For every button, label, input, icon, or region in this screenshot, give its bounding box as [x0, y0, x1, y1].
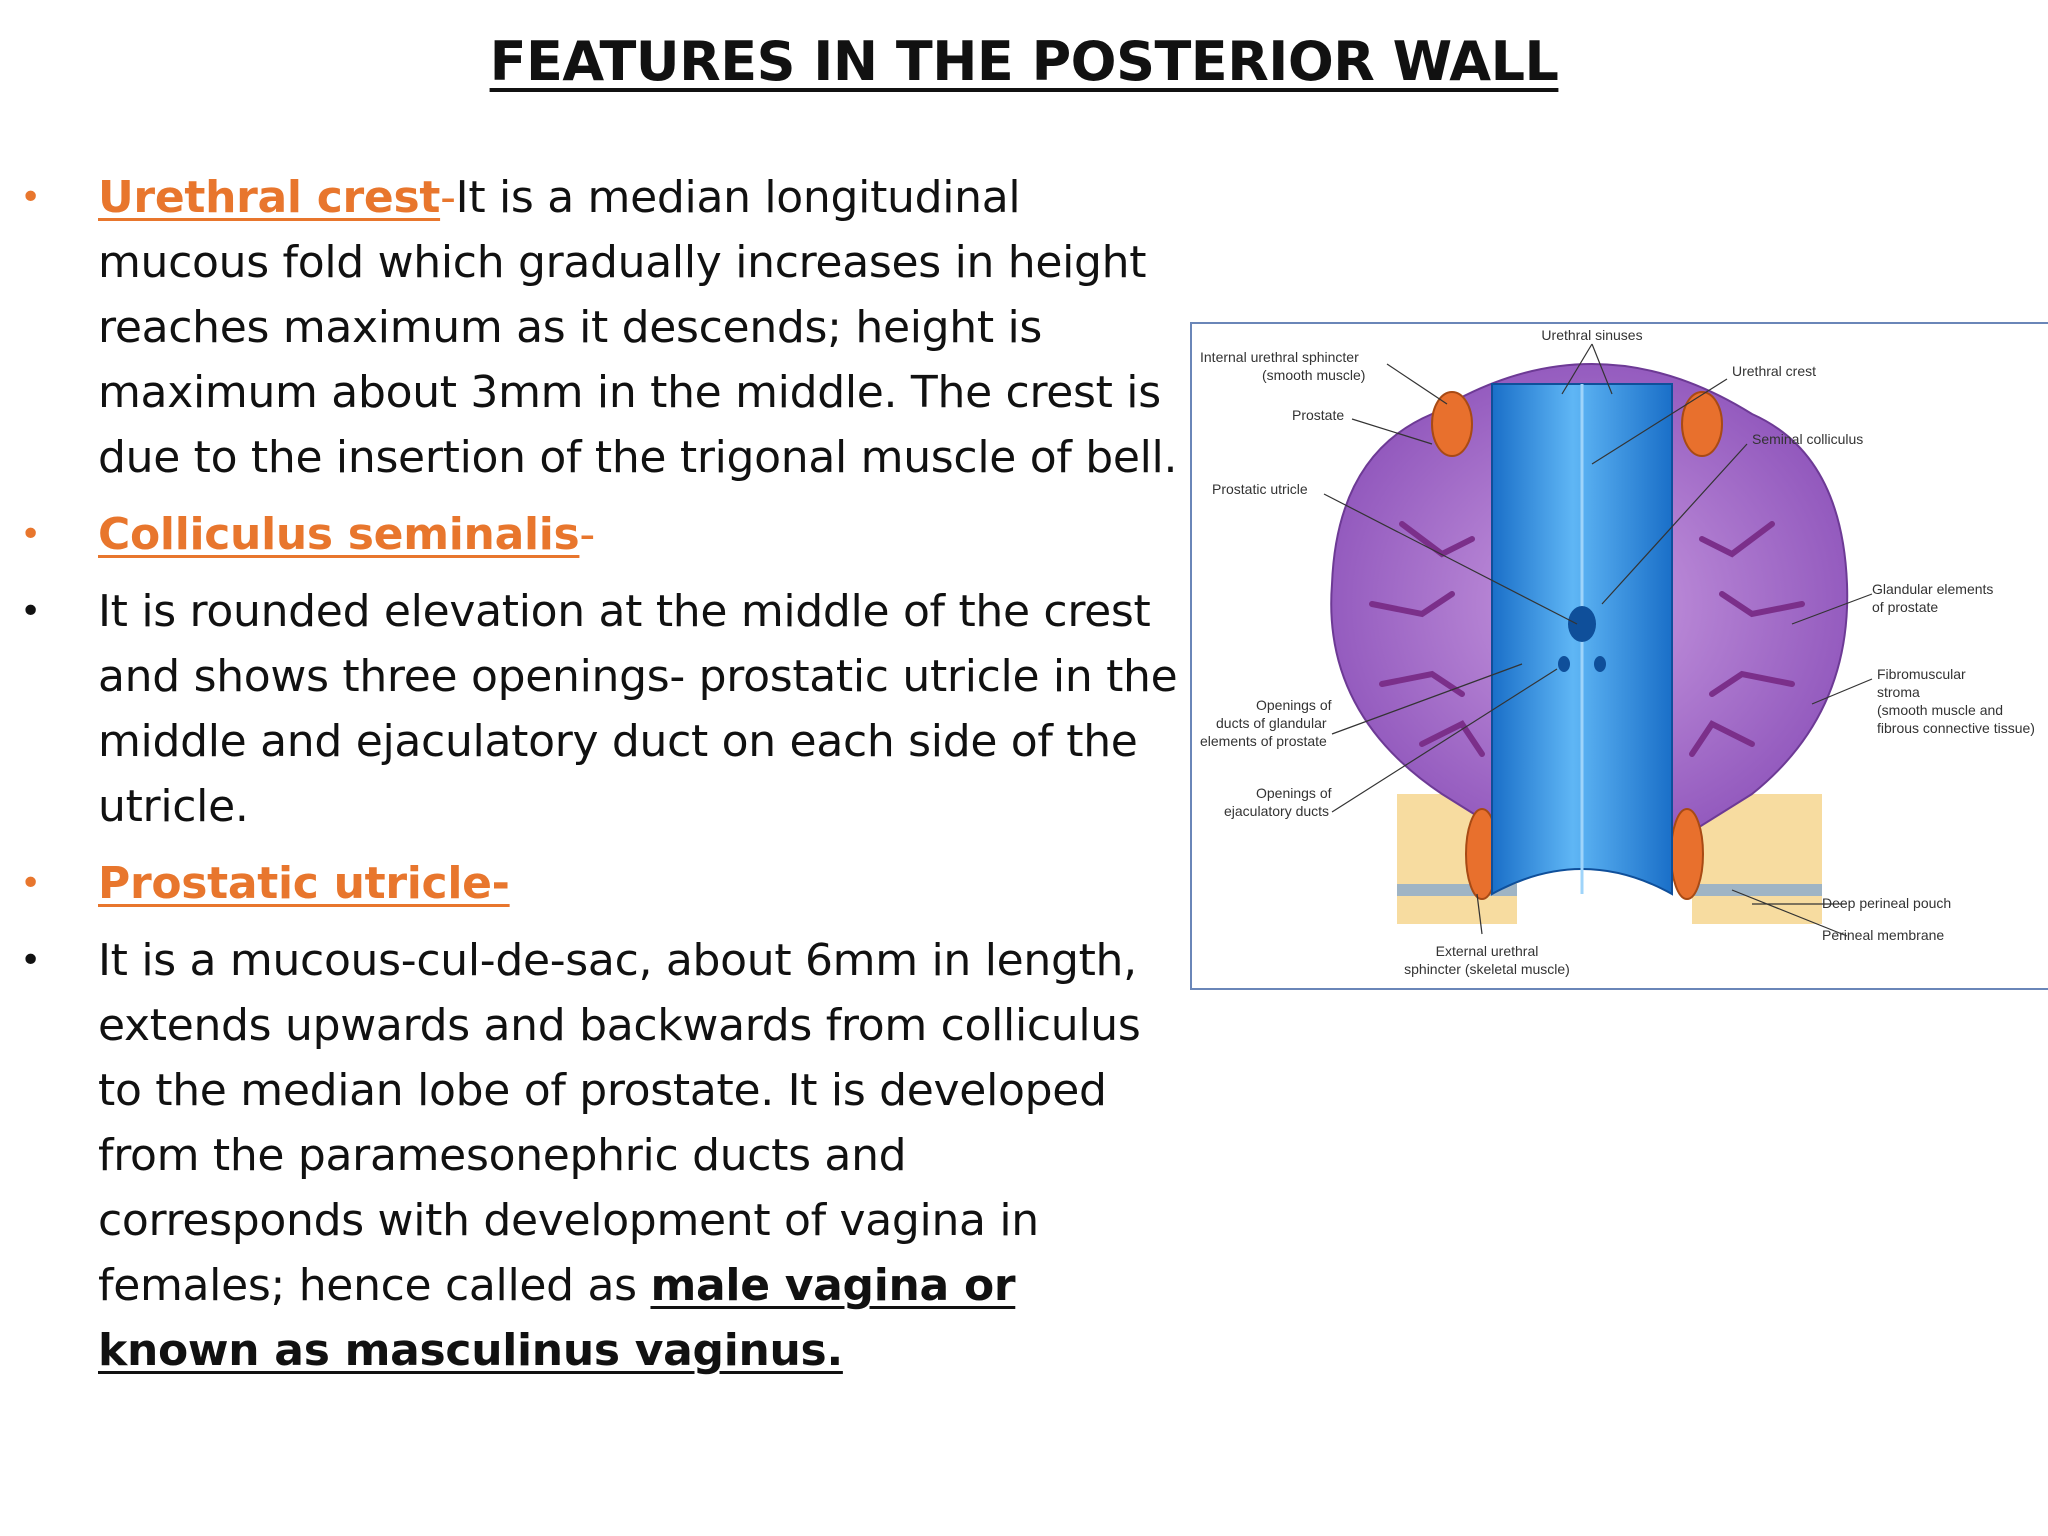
label-internal-sphincter-1: Internal urethral sphincter: [1200, 349, 1359, 365]
internal-sphincter-left: [1431, 391, 1473, 457]
ejaculatory-opening-left: [1558, 656, 1570, 672]
leader-lines: [1323, 343, 1873, 937]
bullet-list: • Urethral crest-It is a median longitud…: [0, 165, 1180, 1395]
slide-title: FEATURES IN THE POSTERIOR WALL: [489, 30, 1559, 93]
bullet-utricle-description: • It is a mucous-cul-de-sac, about 6mm i…: [0, 928, 1180, 1383]
bullet-prostatic-utricle: • Prostatic utricle-: [0, 851, 1180, 916]
bullet-urethral-crest: • Urethral crest-It is a median longitud…: [0, 165, 1180, 490]
label-glandular-1: Glandular elements: [1872, 581, 1993, 597]
label-perineal-membrane: Perineal membrane: [1822, 927, 1944, 943]
label-urethral-crest: Urethral crest: [1732, 363, 1816, 379]
term-dash: -: [579, 509, 595, 560]
ejaculatory-opening-right: [1594, 656, 1606, 672]
perineal-membrane-right: [1692, 884, 1822, 896]
bullet-colliculus-seminalis: • Colliculus seminalis-: [0, 502, 1180, 567]
external-sphincter-right: [1670, 808, 1704, 900]
label-deep-perineal-pouch: Deep perineal pouch: [1822, 895, 1951, 911]
colliculus-opening: [1568, 606, 1596, 642]
glandular-elements: [1369, 521, 1805, 757]
label-openings-ejaculatory-2: ejaculatory ducts: [1224, 803, 1329, 819]
bullet-dot: •: [20, 591, 41, 632]
label-fibromuscular-2: stroma: [1877, 684, 1920, 700]
label-internal-sphincter-2: (smooth muscle): [1262, 367, 1365, 383]
term-dash: -: [440, 172, 456, 223]
term-urethral-crest: Urethral crest: [98, 172, 441, 223]
prostatic-urethra-diagram: Urethral sinuses Internal urethral sphin…: [1190, 322, 2048, 990]
label-fibromuscular-3: (smooth muscle and: [1877, 702, 2003, 718]
label-external-sphincter-1: External urethral: [1436, 943, 1539, 959]
utricle-description: It is a mucous-cul-de-sac, about 6mm in …: [98, 935, 1141, 1311]
term-colliculus-seminalis: Colliculus seminalis: [98, 509, 580, 560]
label-openings-glandular-1: Openings of: [1256, 697, 1332, 713]
internal-sphincter-right: [1681, 391, 1723, 457]
bullet-dot: •: [20, 940, 41, 981]
label-fibromuscular-1: Fibromuscular: [1877, 666, 1966, 682]
label-openings-glandular-3: elements of prostate: [1200, 733, 1327, 749]
label-glandular-2: of prostate: [1872, 599, 1938, 615]
bullet-dot: •: [20, 177, 41, 218]
label-openings-ejaculatory-1: Openings of: [1256, 785, 1332, 801]
term-prostatic-utricle: Prostatic utricle-: [98, 858, 510, 909]
label-seminal-colliculus: Seminal colliculus: [1752, 431, 1863, 447]
label-prostatic-utricle: Prostatic utricle: [1212, 481, 1308, 497]
label-fibromuscular-4: fibrous connective tissue): [1877, 720, 2035, 736]
colliculus-description: It is rounded elevation at the middle of…: [98, 586, 1178, 832]
diagram-svg: Urethral sinuses Internal urethral sphin…: [1200, 327, 2035, 977]
utricle-emphasis: male vagina or known as masculinus vagin…: [98, 1260, 1016, 1376]
bullet-dot: •: [20, 514, 41, 555]
bullet-colliculus-description: • It is rounded elevation at the middle …: [0, 579, 1180, 839]
label-prostate: Prostate: [1292, 407, 1344, 423]
urethral-crest-description: It is a median longitudinal mucous fold …: [98, 172, 1178, 483]
label-urethral-sinuses: Urethral sinuses: [1541, 327, 1642, 343]
label-openings-glandular-2: ducts of glandular: [1216, 715, 1327, 731]
bullet-dot: •: [20, 863, 41, 904]
label-external-sphincter-2: sphincter (skeletal muscle): [1404, 961, 1570, 977]
